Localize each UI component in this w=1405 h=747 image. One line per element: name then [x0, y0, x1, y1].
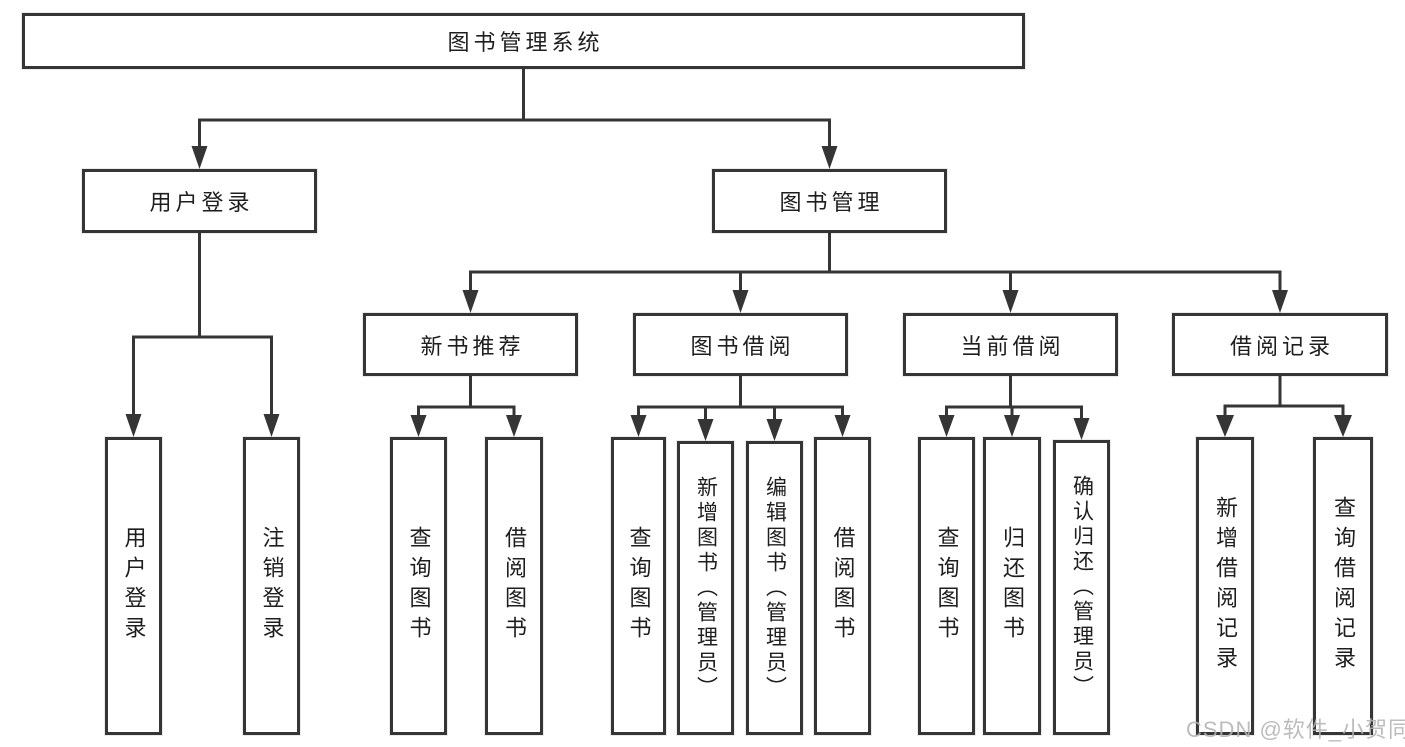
arrowhead [834, 415, 851, 437]
arrowhead [938, 415, 955, 437]
node-root-label: 图书管理系统 [447, 30, 604, 55]
leaf-user-login: 用户登录 [105, 437, 162, 735]
connector-user-login [132, 233, 273, 339]
leaf-bb-add-books-admin: 新增图书（管理员） [677, 441, 734, 735]
node-current-borrow-label: 当前借阅 [960, 333, 1065, 359]
leaf-br-add-record-label: 新增借阅记录 [1213, 496, 1238, 676]
arrowhead [697, 419, 714, 441]
arrowhead [125, 414, 142, 437]
leaf-br-query-record: 查询借阅记录 [1313, 437, 1373, 735]
leaf-nb-borrow-books-label: 借阅图书 [502, 526, 527, 646]
leaf-bb-borrow-books-label: 借阅图书 [830, 526, 856, 646]
leaf-logout: 注销登录 [243, 437, 300, 735]
leaf-cb-query-books-label: 查询图书 [934, 526, 960, 646]
connector-root [198, 69, 831, 122]
arrowhead [630, 415, 647, 437]
node-book-mgmt: 图书管理 [712, 169, 947, 233]
leaf-cb-confirm-return-admin: 确认归还（管理员） [1053, 440, 1110, 735]
connector-book-mgmt [469, 233, 1282, 274]
arrowhead [1272, 290, 1288, 313]
leaf-bb-borrow-books: 借阅图书 [814, 437, 871, 735]
leaf-br-query-record-label: 查询借阅记录 [1331, 496, 1356, 676]
arrowhead [263, 414, 280, 437]
arrowhead [1334, 415, 1352, 437]
connector-current-borrow [945, 376, 1083, 409]
leaf-bb-edit-books-admin-label: 编辑图书（管理员） [763, 475, 787, 701]
arrowhead [1216, 415, 1234, 437]
leaf-cb-query-books: 查询图书 [918, 437, 975, 735]
node-book-borrow: 图书借阅 [633, 313, 848, 376]
leaf-cb-confirm-return-admin-label: 确认归还（管理员） [1070, 475, 1094, 700]
arrowhead [1002, 290, 1019, 313]
leaf-bb-add-books-admin-label: 新增图书（管理员） [694, 475, 718, 701]
leaf-bb-edit-books-admin: 编辑图书（管理员） [746, 441, 803, 735]
node-new-book-rec: 新书推荐 [363, 313, 578, 376]
arrowhead [410, 415, 427, 437]
leaf-user-login-label: 用户登录 [121, 526, 147, 646]
node-current-borrow: 当前借阅 [903, 313, 1118, 376]
arrowhead [732, 290, 749, 313]
arrowhead [766, 419, 783, 441]
leaf-cb-return-books: 归还图书 [983, 437, 1041, 735]
arrowhead [821, 146, 838, 169]
leaf-br-add-record: 新增借阅记录 [1196, 437, 1254, 735]
node-borrow-records: 借阅记录 [1172, 313, 1388, 376]
leaf-bb-query-books: 查询图书 [611, 437, 666, 735]
leaf-cb-return-books-label: 归还图书 [1000, 526, 1025, 646]
node-book-borrow-label: 图书借阅 [690, 333, 795, 359]
connector-book-borrow [637, 376, 844, 409]
connector-new-book [417, 376, 516, 409]
leaf-nb-query-books: 查询图书 [390, 437, 447, 735]
leaf-nb-query-books-label: 查询图书 [406, 526, 432, 646]
leaf-bb-query-books-label: 查询图书 [626, 526, 652, 646]
node-root: 图书管理系统 [22, 13, 1025, 69]
arrowhead [1073, 418, 1090, 440]
node-user-login-label: 用户登录 [149, 190, 254, 215]
connector-borrow-records [1223, 376, 1345, 408]
leaf-nb-borrow-books: 借阅图书 [485, 437, 543, 735]
watermark: CSDN @软件_小贺同学 [1186, 717, 1405, 742]
arrowhead [191, 146, 208, 169]
leaf-logout-label: 注销登录 [259, 526, 285, 646]
arrowhead [506, 415, 522, 437]
node-new-book-rec-label: 新书推荐 [420, 333, 525, 359]
arrowhead [1004, 415, 1020, 437]
node-borrow-records-label: 借阅记录 [1229, 333, 1334, 359]
arrowhead [462, 290, 479, 313]
node-user-login: 用户登录 [82, 169, 317, 233]
node-book-mgmt-label: 图书管理 [779, 190, 884, 215]
